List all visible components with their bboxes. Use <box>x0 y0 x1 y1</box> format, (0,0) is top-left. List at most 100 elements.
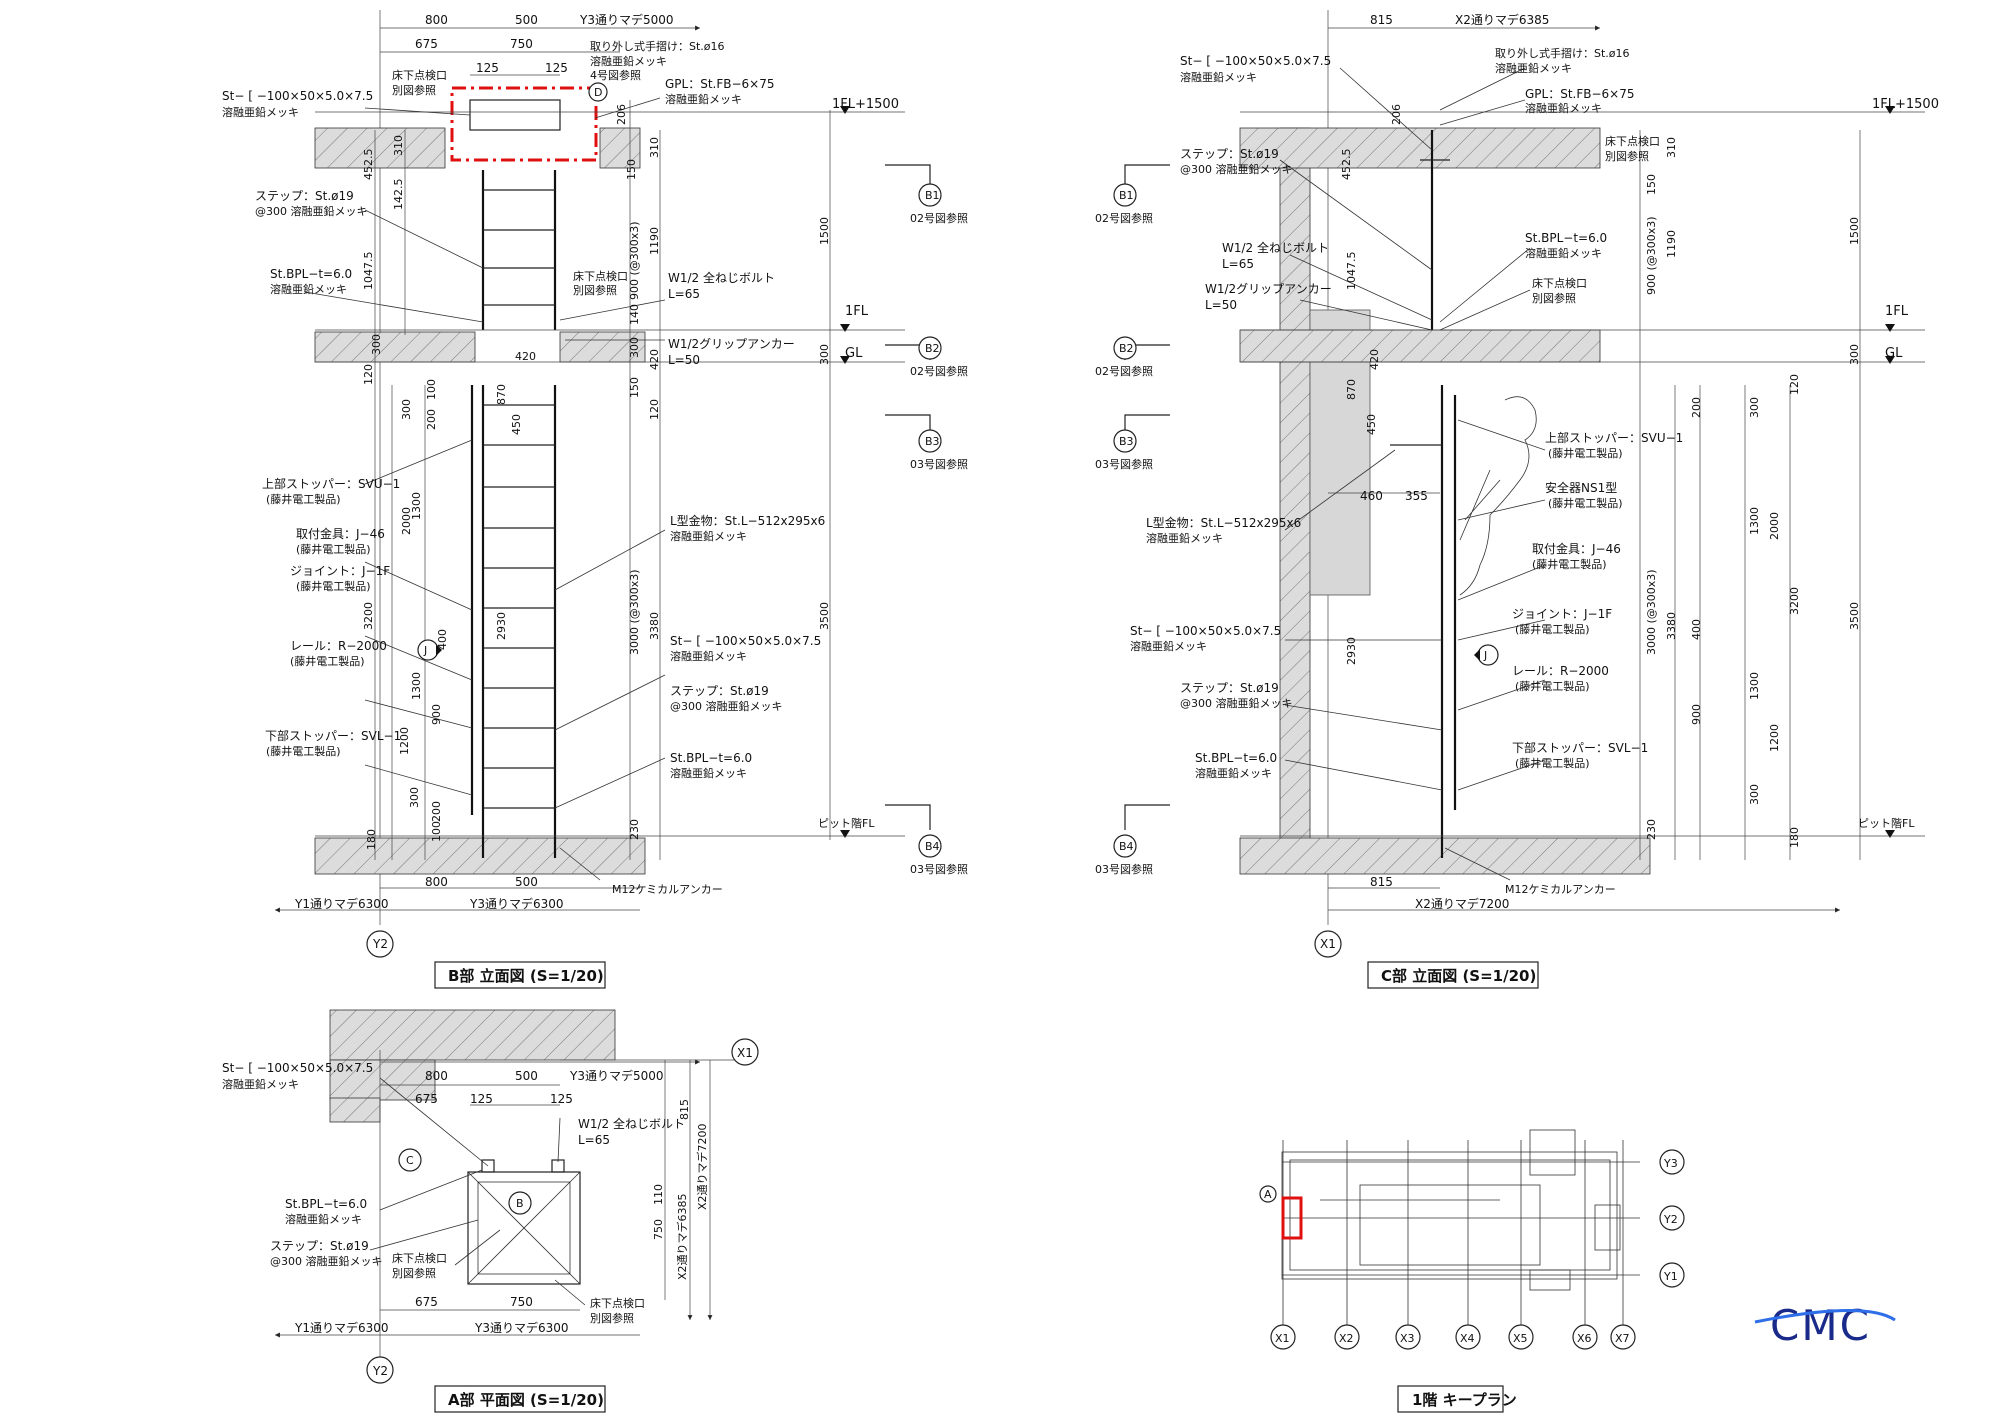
grid-label: X1 <box>1320 937 1336 951</box>
detail-marker-label: D <box>594 86 602 99</box>
dim-text: Y3通りマデ6300 <box>474 1320 569 1335</box>
dim-text: 675 <box>415 1092 438 1106</box>
dim-text: 900 (@300x3) <box>1645 216 1658 295</box>
note: 4号図参照 <box>590 68 641 82</box>
dim-text: 500 <box>515 13 538 27</box>
dim-text: 1500 <box>1848 217 1861 245</box>
note: 床下点検口 <box>590 1296 645 1310</box>
note: 床下点検口 <box>573 269 628 283</box>
dim-text: X2通りマデ6385 <box>1455 12 1549 27</box>
level-label: 1FL+1500 <box>832 97 899 112</box>
note: (藤井電工製品) <box>290 654 365 668</box>
note: 安全器NS1型 <box>1545 480 1617 495</box>
dim-text: 3200 <box>362 602 375 630</box>
logo-text: CMC <box>1770 1301 1871 1350</box>
dim-text: 1190 <box>648 227 661 255</box>
section-marker-label: B4 <box>1119 840 1134 853</box>
dim-text: 675 <box>415 37 438 51</box>
dim-text: 750 <box>510 1295 533 1309</box>
dim-text: 100 <box>425 379 438 400</box>
note: 床下点検口 <box>392 1251 447 1265</box>
dim-text: 750 <box>652 1219 665 1240</box>
grid-label: X7 <box>1615 1332 1630 1345</box>
dim-text: 310 <box>392 135 405 156</box>
dim-text: 800 <box>425 13 448 27</box>
title-a: A部 平面図 (S=1/20) <box>448 1391 604 1409</box>
ref-label: 02号図参照 <box>1095 364 1153 378</box>
note: L=50 <box>1205 298 1237 312</box>
section-marker-label: B4 <box>925 840 940 853</box>
dim-text: 1190 <box>1665 230 1678 258</box>
note: M12ケミカルアンカー <box>1505 883 1616 896</box>
dim-text: 355 <box>1405 489 1428 503</box>
detail-marker-label: J <box>1483 649 1487 662</box>
dim-text: 125 <box>545 61 568 75</box>
note: (藤井電工製品) <box>1548 446 1623 460</box>
grid-label: Y3 <box>1663 1157 1678 1170</box>
note: 別図参照 <box>392 83 436 97</box>
note: レール：R−2000 <box>290 639 387 653</box>
elevation-c <box>1124 10 1925 925</box>
level-label: 1FL+1500 <box>1872 97 1939 112</box>
dim-text: 125 <box>550 1092 573 1106</box>
note: 上部ストッパー：SVU−1 <box>262 476 400 491</box>
note: 溶融亜鉛メッキ <box>1180 70 1257 84</box>
grid-label: X1 <box>737 1046 753 1060</box>
labels-c: 815 X2通りマデ6385 St− [ −100×50×5.0×7.5 溶融亜… <box>1095 12 1939 985</box>
note: L型金物：St.L−512x295x6 <box>670 513 825 528</box>
level-label: 1FL <box>845 304 869 319</box>
dim-text: 200 <box>430 801 443 822</box>
highlight-keyplan <box>1281 1196 1303 1240</box>
dim-text: 142.5 <box>392 179 405 211</box>
dim-text: 3500 <box>818 602 831 630</box>
dim-text: 230 <box>628 819 641 840</box>
note: ステップ：St.ø19 <box>670 684 769 698</box>
note: ジョイント：J−1F <box>1512 607 1612 621</box>
title-box-key <box>1397 1385 1504 1413</box>
dim-text: X2通りマデ6385 <box>675 1193 689 1280</box>
dim-text: 400 <box>436 629 449 650</box>
dim-text: 420 <box>515 350 536 363</box>
labels-b: 800 500 Y3通りマデ5000 675 750 125 125 床下点検口… <box>222 12 968 985</box>
note: 溶融亜鉛メッキ <box>1525 246 1602 260</box>
dim-text: 120 <box>1788 374 1801 395</box>
dim-text: 3500 <box>1848 602 1861 630</box>
note: (藤井電工製品) <box>296 542 371 556</box>
note: 溶融亜鉛メッキ <box>670 766 747 780</box>
markers <box>366 82 1685 1384</box>
dim-text: 300 <box>628 337 641 358</box>
grid-label: Y1 <box>1663 1270 1678 1283</box>
key-plan <box>1281 1129 1640 1325</box>
note: GPL：St.FB−6×75 <box>1525 87 1635 101</box>
note: ステップ：St.ø19 <box>270 1239 369 1253</box>
dim-text: 3380 <box>1665 612 1678 640</box>
dim-text: 900 <box>430 704 443 725</box>
dim-text: 870 <box>1345 379 1358 400</box>
title-c: C部 立面図 (S=1/20) <box>1381 967 1536 985</box>
note: L型金物：St.L−512x295x6 <box>1146 515 1301 530</box>
note: ジョイント：J−1F <box>290 564 390 578</box>
dim-text: 300 <box>1848 344 1861 365</box>
title-box-c <box>1367 961 1539 989</box>
note: W1/2グリップアンカー <box>668 337 795 351</box>
section-marker-label: B2 <box>1119 342 1134 355</box>
note: St− [ −100×50×5.0×7.5 <box>1130 624 1281 638</box>
ref-label: 03号図参照 <box>1095 862 1153 876</box>
note: 溶融亜鉛メッキ <box>670 529 747 543</box>
slab-1fl1500-left <box>314 127 446 169</box>
note: St− [ −100×50×5.0×7.5 <box>222 1061 373 1075</box>
note: St.BPL−t=6.0 <box>670 751 752 765</box>
note: 溶融亜鉛メッキ <box>1495 61 1572 75</box>
note: (藤井電工製品) <box>1532 557 1607 571</box>
note: W1/2グリップアンカー <box>1205 282 1332 296</box>
level-label: 1FL <box>1885 304 1909 319</box>
dim-text: 675 <box>415 1295 438 1309</box>
dim-text: X2通りマデ7200 <box>1415 896 1509 911</box>
note: @300 溶融亜鉛メッキ <box>1180 162 1293 176</box>
dim-text: 800 <box>425 875 448 889</box>
dim-text: 815 <box>1370 875 1393 889</box>
note: @300 溶融亜鉛メッキ <box>255 204 368 218</box>
note: ステップ：St.ø19 <box>1180 681 1279 695</box>
dim-text: 150 <box>628 377 641 398</box>
note: M12ケミカルアンカー <box>612 883 723 896</box>
